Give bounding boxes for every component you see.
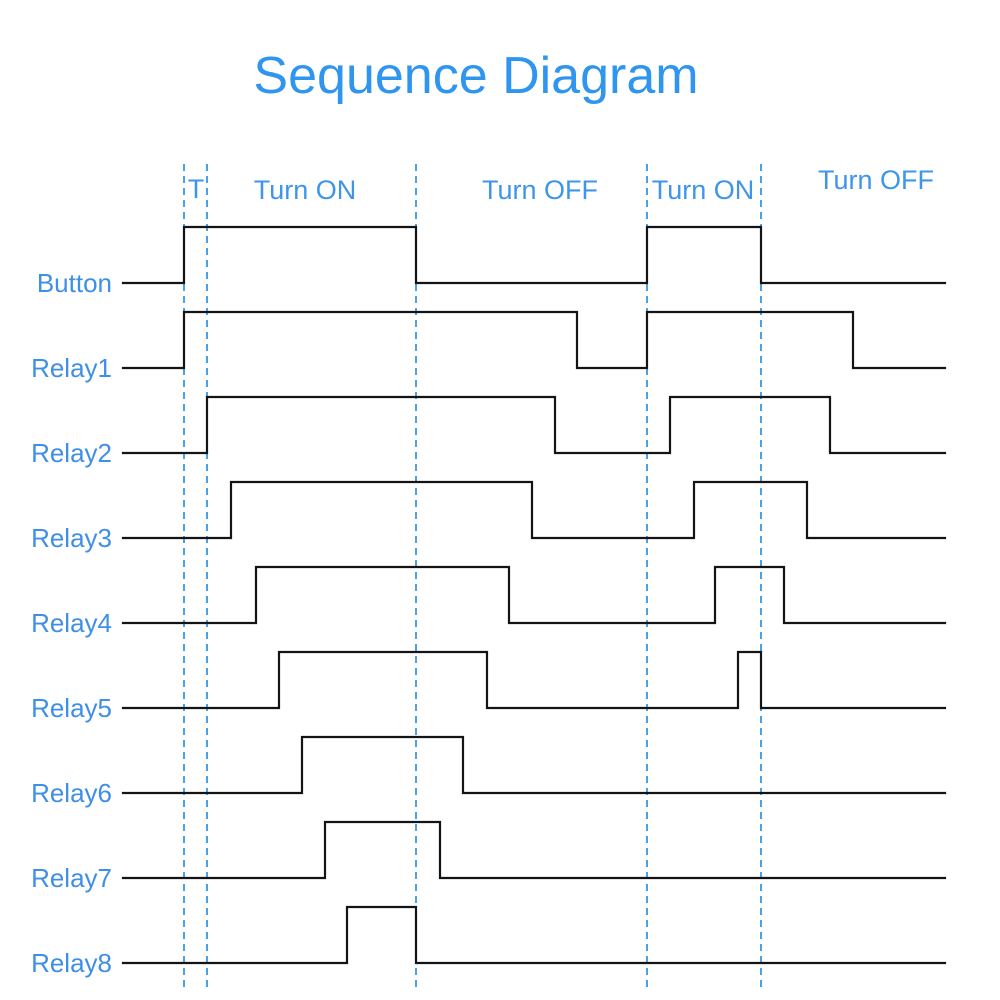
signal-label-relay4: Relay4 <box>31 608 112 638</box>
phase-label-2: Turn OFF <box>482 175 598 205</box>
signal-label-relay5: Relay5 <box>31 693 112 723</box>
phase-labels: T Turn ON Turn OFF Turn ON Turn OFF <box>188 165 934 205</box>
signal-label-relay3: Relay3 <box>31 523 112 553</box>
phase-label-4: Turn OFF <box>818 165 934 195</box>
signal-label-button: Button <box>37 268 112 298</box>
signal-label-relay7: Relay7 <box>31 863 112 893</box>
phase-label-3: Turn ON <box>652 175 755 205</box>
phase-label-1: Turn ON <box>254 175 357 205</box>
waveform-relay3 <box>121 480 947 540</box>
signal-label-relay2: Relay2 <box>31 438 112 468</box>
signal-label-relay6: Relay6 <box>31 778 112 808</box>
waveform-relay2 <box>121 395 947 455</box>
signal-label-relay1: Relay1 <box>31 353 112 383</box>
waveform-relay6 <box>121 735 947 795</box>
waveform-button <box>121 225 947 285</box>
waveform-relay7 <box>121 820 947 880</box>
page-title: Sequence Diagram <box>253 47 699 105</box>
phase-label-0: T <box>188 174 205 204</box>
waveform-relay4 <box>121 565 947 625</box>
waveform-relay1 <box>121 310 947 370</box>
waveform-relay5 <box>121 650 947 710</box>
signal-label-relay8: Relay8 <box>31 948 112 978</box>
waveform-relay8 <box>121 905 947 965</box>
signal-labels: ButtonRelay1Relay2Relay3Relay4Relay5Rela… <box>31 268 112 978</box>
signal-waveforms <box>121 225 947 965</box>
phase-boundary-lines <box>183 164 762 988</box>
